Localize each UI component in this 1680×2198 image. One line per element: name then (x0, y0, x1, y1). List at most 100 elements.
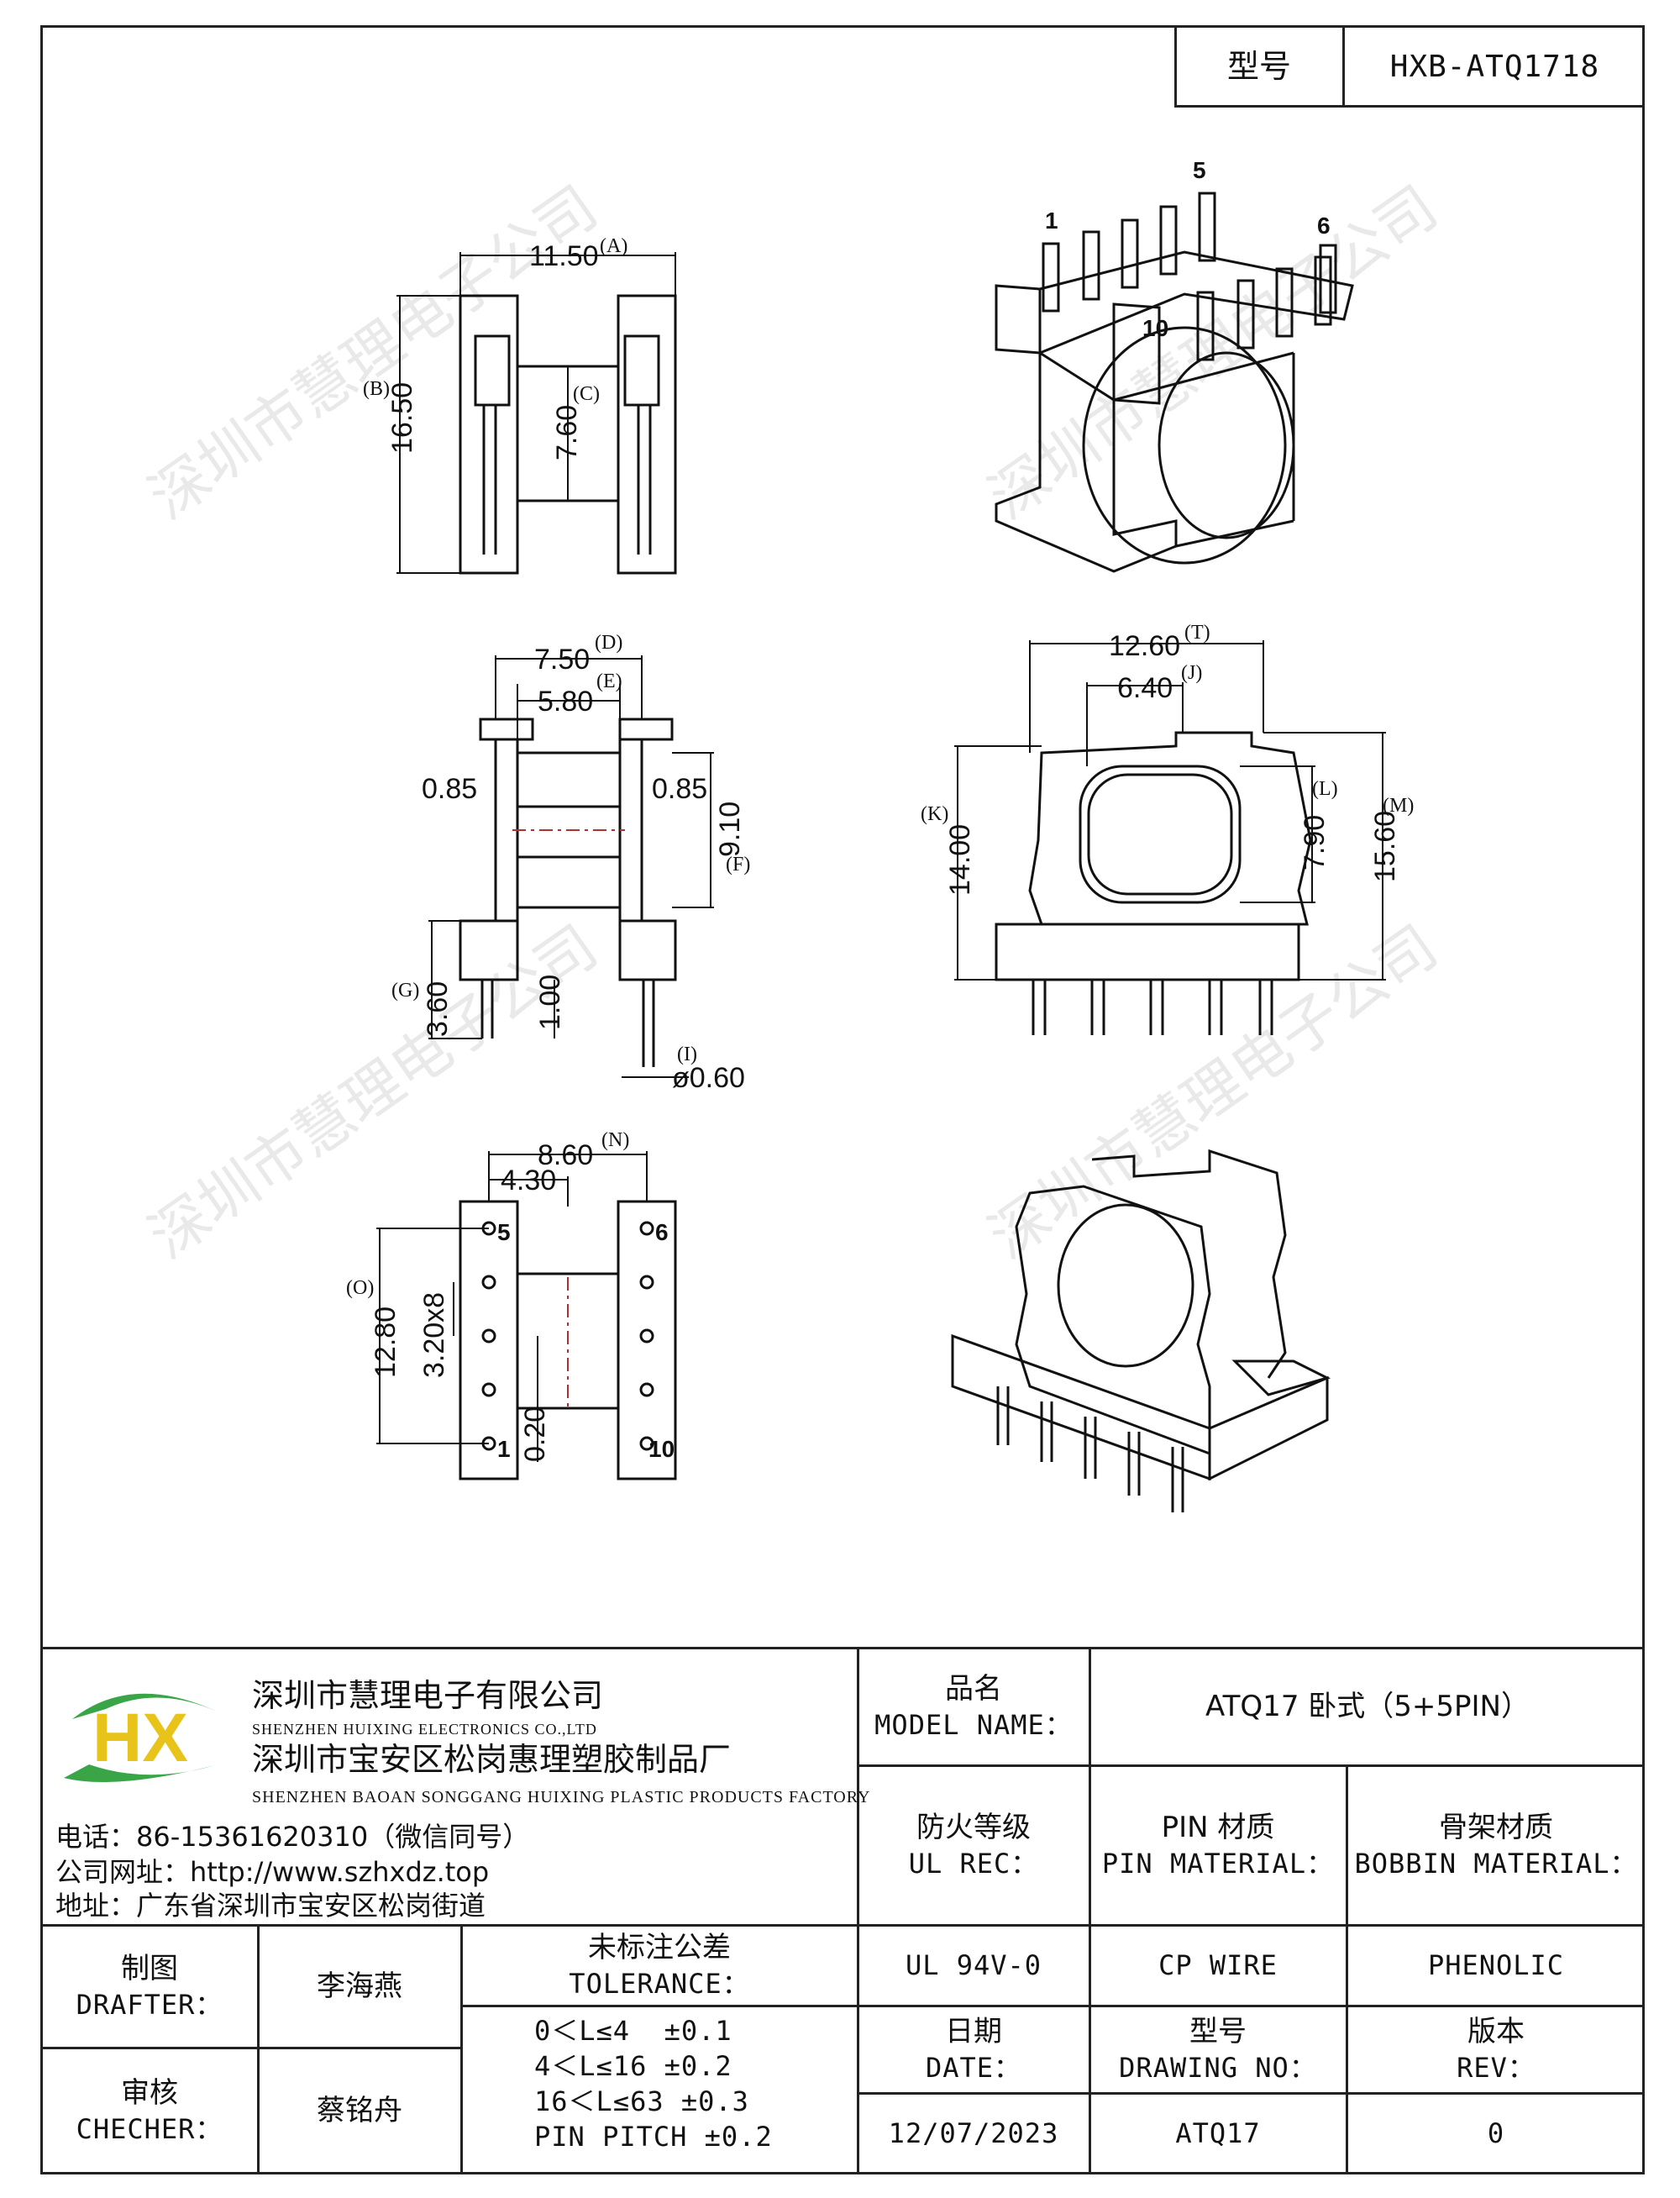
bobbin-material-label-cn: 骨架材质 (1439, 1811, 1553, 1844)
bottom-pin-6: 6 (655, 1219, 669, 1245)
header-model-value: HXB-ATQ1718 (1389, 49, 1600, 84)
company-name-en: SHENZHEN HUIXING ELECTRONICS CO.,LTD (252, 1721, 597, 1738)
drawing-frame (40, 25, 1645, 2174)
drafter-label-cell: 制图 DRAFTER： (42, 1926, 257, 2047)
dim-c: 7.60 (551, 405, 583, 460)
dim-g: 3.60 (422, 981, 454, 1037)
dim-k: 14.00 (944, 824, 976, 896)
drafter-name: 李海燕 (317, 1969, 402, 2003)
model-name-label-cn: 品名 (945, 1672, 1002, 1706)
dim-p: 4.30 (501, 1165, 556, 1196)
ul-label-en: UL REC： (908, 1848, 1039, 1880)
tolerance-label-cell: 未标注公差 TOLERANCE： (462, 1926, 857, 2005)
date-value: 12/07/2023 (888, 2117, 1059, 2149)
dim-l: 7.90 (1299, 815, 1331, 870)
factory-name-en: SHENZHEN BAOAN SONGGANG HUIXING PLASTIC … (252, 1788, 871, 1806)
dim-a: 11.50 (529, 240, 599, 272)
tolerance-row: 16＜L≤63 ±0.3 (534, 2085, 749, 2117)
dim-h: 1.00 (534, 975, 566, 1030)
pin-material-value: CP WIRE (1158, 1949, 1278, 1981)
factory-name-cn: 深圳市宝安区松岗惠理塑胶制品厂 (252, 1741, 732, 1778)
dim-l-tag: (L) (1312, 778, 1338, 800)
watermark-3: 深圳市慧理电子公司 (137, 912, 610, 1272)
side-view (396, 252, 677, 575)
technical-drawing: 深圳市慧理电子公司 深圳市慧理电子公司 深圳市慧理电子公司 深圳市慧理电子公司 … (137, 157, 1450, 1512)
drawing-no-label-cell: 型号 DRAWING NO： (1090, 2006, 1346, 2092)
tolerance-row: PIN PITCH ±0.2 (534, 2121, 773, 2153)
rev-label-cell: 版本 REV： (1347, 2006, 1645, 2092)
rev-label-en: REV： (1457, 2052, 1536, 2084)
bottom-pin-1: 1 (497, 1436, 511, 1462)
model-name-label-en: MODEL NAME： (874, 1709, 1073, 1741)
drawing-no-value: ATQ17 (1175, 2117, 1261, 2149)
dim-n: 8.60 (538, 1139, 593, 1171)
dim-f-tag: (F) (726, 854, 750, 876)
dim-pitch: 3.20x8 (418, 1292, 450, 1378)
dim-i: ø0.60 (672, 1062, 745, 1094)
dim-c-tag: (C) (573, 383, 600, 405)
dim-d: 7.50 (534, 644, 590, 676)
dim-o: 12.80 (370, 1307, 402, 1378)
iso-view-bottom (951, 1149, 1331, 1512)
iso-pin-6: 6 (1317, 213, 1331, 239)
drawing-no-label-en: DRAWING NO： (1119, 2052, 1317, 2084)
dim-e: 5.80 (538, 686, 593, 718)
dim-i-tag: (I) (677, 1044, 697, 1065)
dim-j-tag: (J) (1181, 662, 1202, 684)
drawing-no-label-cn: 型号 (1189, 2015, 1247, 2048)
watermark-1: 深圳市慧理电子公司 (137, 172, 610, 533)
dim-t: 12.60 (1109, 630, 1180, 662)
ul-label-cell: 防火等级 UL REC： (858, 1766, 1089, 1924)
date-label-cn: 日期 (945, 2015, 1002, 2048)
dim-m: 15.60 (1369, 811, 1401, 882)
logo-text: HX (92, 1700, 188, 1776)
tolerance-row: 4＜L≤16 ±0.2 (534, 2050, 732, 2082)
bobbin-material-label-cell: 骨架材质 BOBBIN MATERIAL： (1347, 1766, 1645, 1924)
company-website: 公司网址：http://www.szhxdz.top (55, 1856, 490, 1888)
bottom-view (376, 1151, 677, 1480)
date-label-cell: 日期 DATE： (858, 2006, 1089, 2092)
company-logo: HX (55, 1677, 232, 1786)
dim-f: 9.10 (714, 802, 746, 857)
dim-a-tag: (A) (600, 235, 627, 257)
drafter-label-cn: 制图 (121, 1952, 178, 1985)
tolerance-label-en: TOLERANCE： (569, 1968, 750, 2000)
checker-name: 蔡铭舟 (317, 2094, 402, 2127)
dim-n-tag: (N) (601, 1129, 629, 1151)
dim-b: 16.50 (386, 382, 418, 454)
watermark-4: 深圳市慧理电子公司 (977, 912, 1450, 1272)
dim-085-left: 0.85 (422, 773, 477, 805)
tolerance-row: 0＜L≤4 ±0.1 (534, 2015, 732, 2047)
rev-label-cn: 版本 (1467, 2015, 1525, 2048)
company-address: 地址：广东省深圳市宝安区松岗街道 (55, 1890, 486, 1922)
dim-t-tag: (T) (1184, 622, 1210, 644)
checker-label-en: CHECHER： (76, 2113, 223, 2145)
pin-material-label-cn: PIN 材质 (1161, 1811, 1275, 1844)
header-model-box (1174, 25, 1645, 108)
dim-085-right: 0.85 (652, 773, 707, 805)
pin-material-label-cell: PIN 材质 PIN MATERIAL： (1090, 1766, 1346, 1924)
dim-b-tag: (B) (363, 378, 390, 400)
bottom-pin-5: 5 (497, 1219, 511, 1245)
company-name-cn: 深圳市慧理电子有限公司 (252, 1677, 604, 1714)
checker-label-cell: 审核 CHECHER： (42, 2048, 257, 2173)
dim-o-tag: (O) (346, 1277, 374, 1299)
tolerance-list: 0＜L≤4 ±0.1 4＜L≤16 ±0.2 16＜L≤63 ±0.3 PIN … (534, 2013, 853, 2154)
model-name-label-cell: 品名 MODEL NAME： (858, 1648, 1089, 1764)
date-label-en: DATE： (925, 2052, 1022, 2084)
bobbin-material-label-en: BOBBIN MATERIAL： (1354, 1848, 1638, 1880)
header-model-label: 型号 (1226, 48, 1291, 85)
end-view (954, 640, 1386, 1035)
tolerance-label-cn: 未标注公差 (588, 1931, 731, 1964)
dim-d-tag: (D) (595, 632, 622, 654)
dim-gap: 0.20 (519, 1407, 551, 1462)
front-view (428, 655, 714, 1078)
ul-label-cn: 防火等级 (916, 1811, 1031, 1844)
drafter-label-en: DRAFTER： (76, 1989, 223, 2021)
rev-value: 0 (1487, 2117, 1505, 2149)
dim-e-tag: (E) (596, 670, 622, 692)
checker-label-cn: 审核 (121, 2076, 178, 2110)
iso-pin-10: 10 (1142, 315, 1168, 341)
company-phone: 电话：86-15361620310（微信同号） (55, 1821, 530, 1853)
dim-m-tag: (M) (1383, 795, 1414, 817)
